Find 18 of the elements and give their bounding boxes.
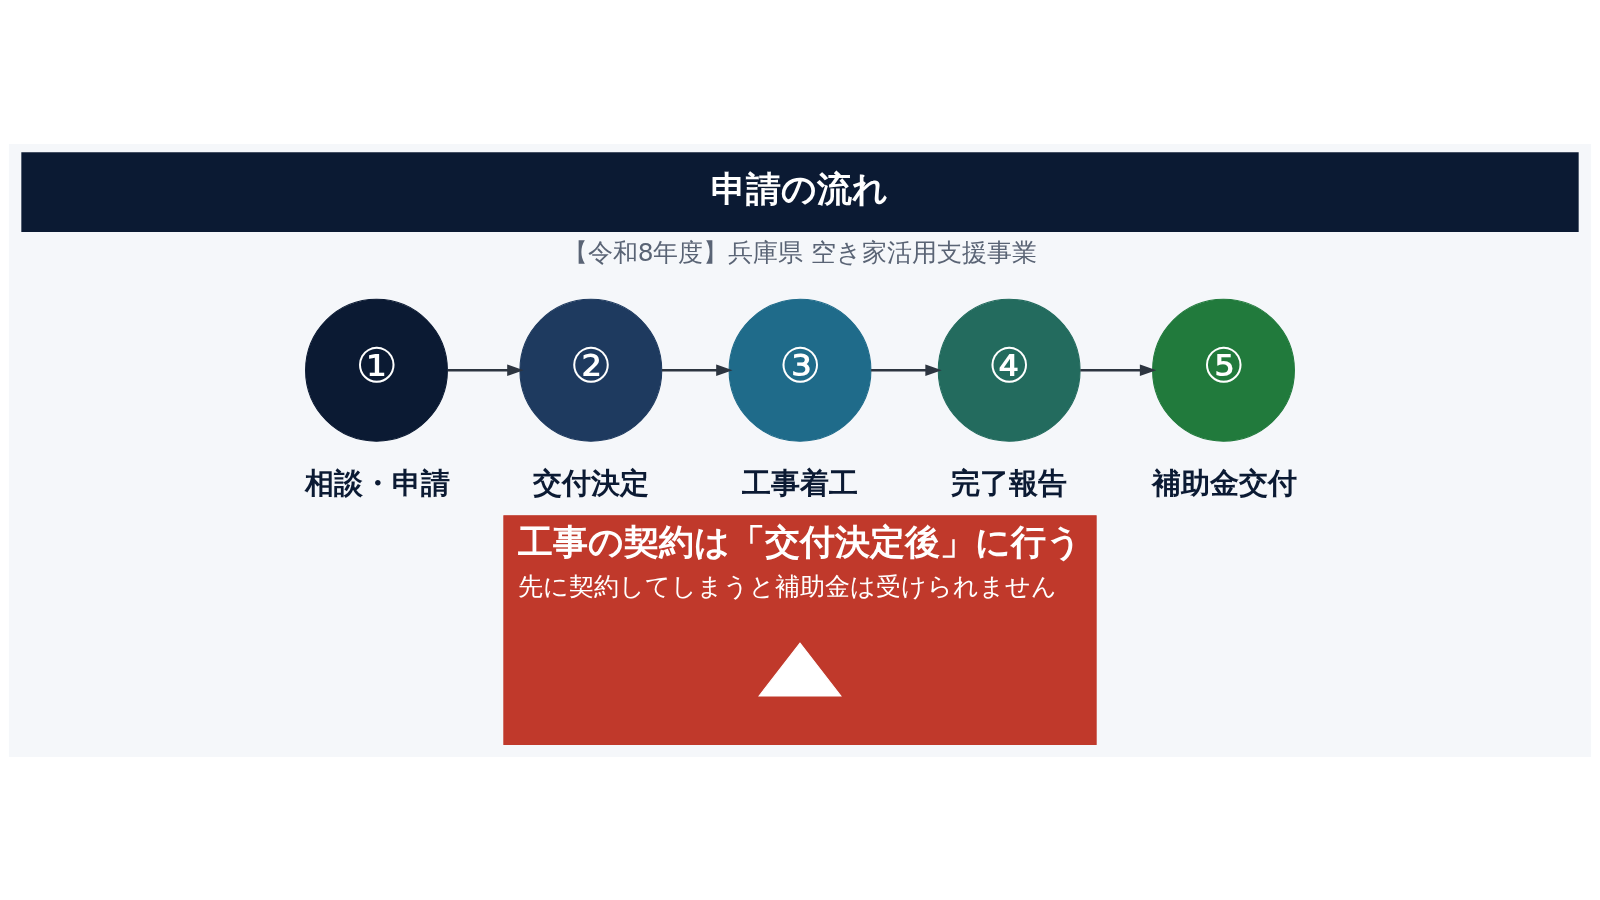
- diagram-title: 申請の流れ: [711, 167, 889, 209]
- node-circle: ④: [937, 298, 1081, 442]
- arrow: [1080, 364, 1157, 376]
- node-label: 完了報告: [951, 465, 1068, 500]
- arrow: [447, 364, 524, 376]
- node-label: 補助金交付: [1151, 465, 1297, 500]
- label: 【令和8年度】兵庫県 空き家活用支援事業: [562, 237, 1038, 267]
- node-circle: ②: [519, 298, 663, 442]
- cluster: 工事の契約は「交付決定後」に行う 先に契約してしまうと補助金は受けられません: [503, 514, 1097, 745]
- node-circle: ①: [305, 298, 448, 442]
- arrow: [871, 364, 942, 376]
- node-label: 相談・申請: [304, 465, 450, 500]
- node-circle: ③: [728, 298, 872, 442]
- node-label: 交付決定: [532, 465, 649, 500]
- node-label: 工事着工: [742, 465, 859, 500]
- arrow: [661, 364, 733, 376]
- node-triangle: [758, 641, 842, 696]
- node-circle: ⑤: [1152, 298, 1295, 442]
